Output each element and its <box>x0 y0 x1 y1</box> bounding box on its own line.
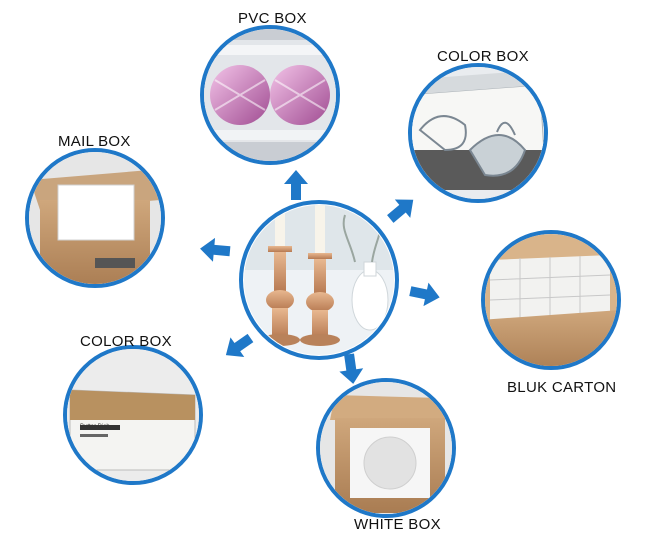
arrow-to-white-box <box>339 353 364 384</box>
label-color-box-top: COLOR BOX <box>437 48 529 65</box>
color-box-top-circle <box>408 63 548 203</box>
product-box-title: Butter Dish <box>80 424 110 430</box>
arrow-to-color-box-left <box>225 333 254 357</box>
arrow-to-color-box-top <box>387 199 414 223</box>
white-box-circle <box>316 378 456 518</box>
label-mail-box: MAIL BOX <box>58 133 131 150</box>
center-product-circle <box>239 200 399 360</box>
label-color-box-left: COLOR BOX <box>80 333 172 350</box>
arrow-to-mail-box <box>200 237 231 262</box>
pvc-box-circle <box>200 25 340 165</box>
label-bulk-carton: BLUK CARTON <box>507 379 617 396</box>
bulk-carton-circle <box>481 230 621 370</box>
label-white-box: WHITE BOX <box>354 516 441 533</box>
mail-box-circle <box>25 148 165 288</box>
label-pvc-box: PVC BOX <box>238 10 307 27</box>
color-box-left-circle: Butter Dish <box>63 345 203 485</box>
arrow-to-pvc-box <box>284 170 308 200</box>
arrow-to-bulk-carton <box>409 282 440 307</box>
